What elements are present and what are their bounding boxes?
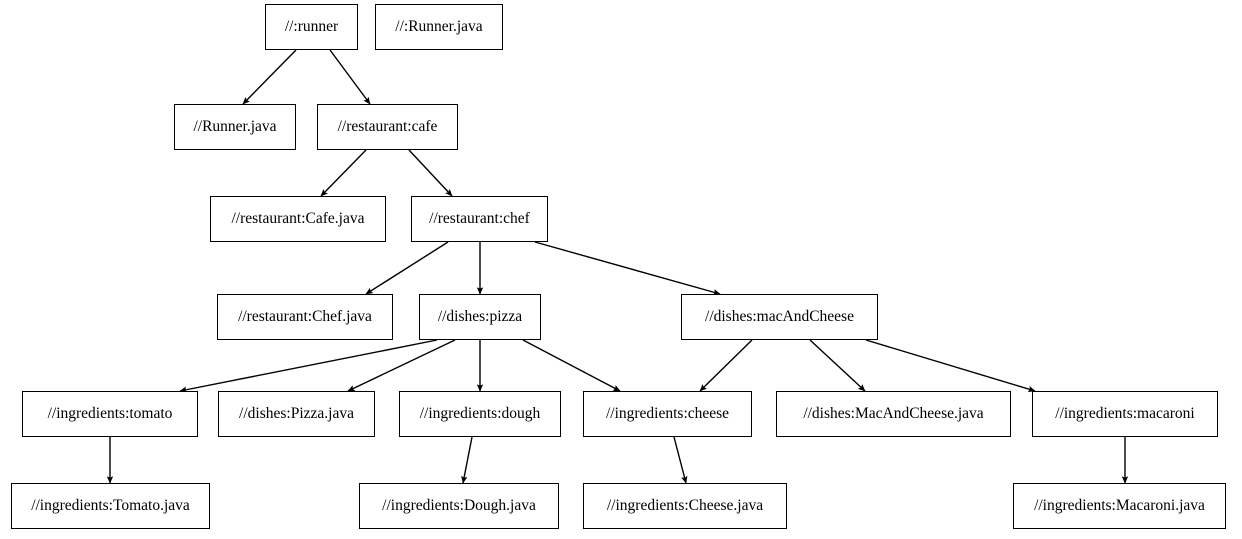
graph-node-label: //ingredients:cheese [605, 405, 730, 423]
graph-node-label: //ingredients:Dough.java [382, 497, 536, 515]
graph-node-label: //dishes:Pizza.java [239, 405, 354, 423]
graph-node-dishes_pizza[interactable]: //dishes:pizza [419, 294, 541, 340]
graph-node-restaurant_chef[interactable]: //restaurant:chef [411, 196, 548, 242]
graph-node-ingredients_cheese[interactable]: //ingredients:cheese [583, 391, 752, 437]
graph-node-label: //dishes:MacAndCheese.java [803, 405, 984, 423]
graph-edge-restaurant_chef-to-dishes_macandcheese [534, 241, 721, 296]
graph-node-ingredients_macaroni_java[interactable]: //ingredients:Macaroni.java [1013, 483, 1226, 529]
graph-node-label: //:runner [284, 18, 339, 36]
graph-node-label: //ingredients:tomato [47, 405, 173, 423]
graph-node-restaurant_chef_java[interactable]: //restaurant:Chef.java [217, 294, 393, 340]
graph-node-label: //ingredients:Macaroni.java [1034, 497, 1205, 515]
graph-edge-restaurant_chef-to-restaurant_chef_java [365, 241, 449, 295]
graph-edge-dishes_pizza-to-ingredients_cheese [522, 339, 621, 392]
graph-edge-dishes_macandcheese-to-ingredients_macaroni [865, 339, 1036, 393]
graph-node-label: //restaurant:chef [429, 210, 530, 228]
graph-node-ingredients_tomato[interactable]: //ingredients:tomato [22, 391, 198, 437]
graph-node-dishes_pizza_java[interactable]: //dishes:Pizza.java [218, 391, 375, 437]
graph-edge-runner-to-runner_java [242, 49, 297, 105]
graph-edge-restaurant_cafe-to-restaurant_cafe_java [320, 149, 367, 197]
graph-node-label: //ingredients:Tomato.java [31, 497, 190, 515]
graph-node-ingredients_tomato_java[interactable]: //ingredients:Tomato.java [11, 483, 210, 529]
graph-edge-runner-to-restaurant_cafe [329, 49, 371, 105]
graph-edge-dishes_macandcheese-to-ingredients_cheese [699, 339, 753, 392]
graph-node-ingredients_dough[interactable]: //ingredients:dough [399, 391, 561, 437]
graph-node-label: //ingredients:dough [419, 405, 541, 423]
graph-edge-dishes_pizza-to-dishes_pizza_java [347, 339, 456, 392]
graph-node-ingredients_macaroni[interactable]: //ingredients:macaroni [1032, 391, 1218, 437]
graph-node-label: //ingredients:macaroni [1055, 405, 1195, 423]
graph-node-restaurant_cafe_java[interactable]: //restaurant:Cafe.java [210, 196, 386, 242]
graph-edge-dishes_macandcheese-to-dishes_macandcheese_java [809, 339, 866, 392]
graph-node-runner_java[interactable]: //Runner.java [174, 104, 296, 150]
graph-edge-ingredients_dough-to-ingredients_dough_java [461, 436, 473, 484]
graph-node-dishes_macandcheese_java[interactable]: //dishes:MacAndCheese.java [776, 391, 1011, 437]
graph-node-label: //restaurant:Cafe.java [231, 210, 365, 228]
graph-node-label: //ingredients:Cheese.java [606, 497, 764, 515]
graph-node-label: //:Runner.java [395, 18, 483, 36]
graph-node-ingredients_cheese_java[interactable]: //ingredients:Cheese.java [583, 483, 787, 529]
graph-node-label: //Runner.java [193, 118, 277, 136]
graph-node-label: //restaurant:cafe [337, 118, 438, 136]
graph-node-label: //dishes:macAndCheese [705, 308, 854, 326]
graph-node-label: //restaurant:Chef.java [238, 308, 372, 326]
graph-edge-ingredients_cheese-to-ingredients_cheese_java [673, 436, 688, 484]
graph-node-dishes_macandcheese[interactable]: //dishes:macAndCheese [681, 294, 878, 340]
graph-node-runner_java_root[interactable]: //:Runner.java [375, 4, 503, 50]
graph-edge-dishes_pizza-to-ingredients_tomato [179, 339, 438, 393]
graph-edge-restaurant_cafe-to-restaurant_chef [408, 149, 453, 197]
graph-node-restaurant_cafe[interactable]: //restaurant:cafe [317, 104, 458, 150]
graph-node-ingredients_dough_java[interactable]: //ingredients:Dough.java [359, 483, 559, 529]
graph-node-label: //dishes:pizza [437, 308, 523, 326]
graph-node-runner[interactable]: //:runner [265, 4, 358, 50]
